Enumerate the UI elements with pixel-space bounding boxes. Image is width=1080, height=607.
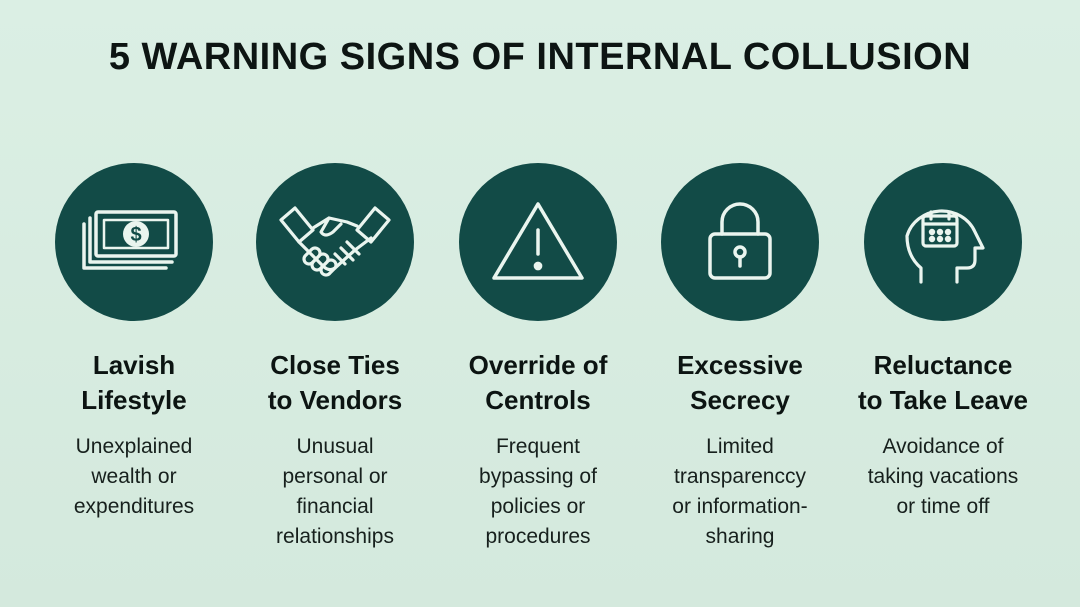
page-title: 5 WARNING SIGNS OF INTERNAL COLLUSION <box>108 36 972 78</box>
sign-lavish-lifestyle: $ Lavish Lifestyle Unexplained wealth or… <box>34 163 234 522</box>
sign-heading: Excessive Secrecy <box>677 350 803 415</box>
sign-close-ties-to-vendors: Close Ties to Vendors Unusual personal o… <box>235 163 435 552</box>
sign-description: Avoidance of taking vacations or time of… <box>867 435 1019 518</box>
sign-description: Unusual personal or financial relationsh… <box>276 435 394 548</box>
lock-icon-circle <box>661 163 819 321</box>
lock-icon <box>708 202 772 280</box>
money-icon: $ <box>82 210 178 270</box>
head-calendar-icon-circle <box>864 163 1022 321</box>
warning-icon-circle <box>459 163 617 321</box>
head-calendar-icon <box>905 209 985 284</box>
sign-heading: Lavish Lifestyle <box>81 350 187 415</box>
sign-description: Limited transparenccy or information- sh… <box>672 435 808 548</box>
sign-reluctance-to-take-leave: Reluctance to Take Leave Avoidance of ta… <box>843 163 1043 522</box>
sign-heading: Override of Centrols <box>468 350 608 415</box>
sign-excessive-secrecy: Excessive Secrecy Limited transparenccy … <box>640 163 840 552</box>
sign-description: Unexplained wealth or expenditures <box>73 435 195 518</box>
svg-text:$: $ <box>130 224 141 246</box>
warning-icon <box>492 202 584 280</box>
sign-description: Frequent bypassing of policies or proced… <box>479 435 597 548</box>
sign-heading: Close Ties to Vendors <box>267 350 403 415</box>
handshake-icon-circle <box>256 163 414 321</box>
sign-override-of-controls: Override of Centrols Frequent bypassing … <box>438 163 638 552</box>
handshake-icon <box>279 206 391 277</box>
money-icon-circle: $ <box>55 163 213 321</box>
sign-heading: Reluctance to Take Leave <box>857 350 1029 415</box>
